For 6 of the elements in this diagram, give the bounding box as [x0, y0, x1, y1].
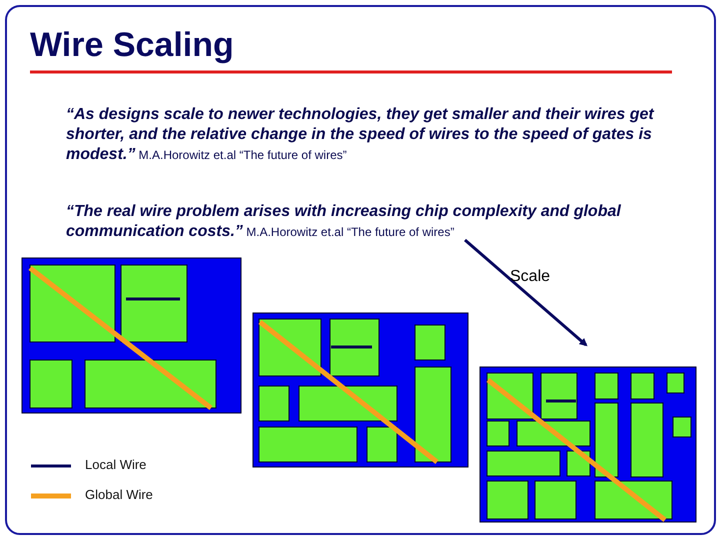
slide-title: Wire Scaling — [30, 26, 234, 65]
quote-text: “As designs scale to newer technologies, they get smaller and their wires get shorter, and the relative change in the speed of wires to the speed of gates is modest.” M.A.Horowitz et.al “The future of wires” — [66, 105, 656, 165]
arrow-label: Scale — [510, 268, 550, 286]
legend-label: Global Wire — [85, 487, 153, 502]
legend-label: Local Wire — [85, 457, 146, 472]
quote-text: “The real wire problem arises with increasing chip complexity and global communication costs.” M.A.Horowitz et.al “The future of wires” — [66, 202, 622, 242]
